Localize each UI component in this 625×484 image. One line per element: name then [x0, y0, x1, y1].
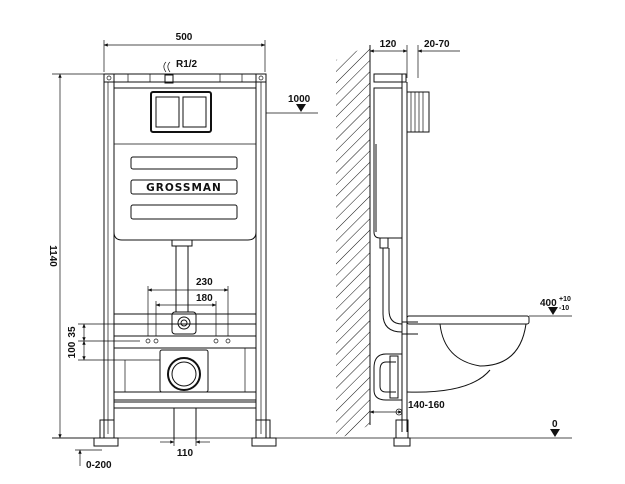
- toilet-bowl: [406, 315, 530, 400]
- drain-side: [373, 353, 402, 401]
- feet: [93, 419, 277, 447]
- bowl-tolerance-minus: -10: [559, 305, 569, 312]
- flush-plate: [150, 91, 212, 133]
- wall-adjust-label: 20-70: [424, 39, 450, 50]
- fixing-bar: [113, 311, 257, 349]
- front-view: 500 1140 R1/2: [47, 32, 318, 471]
- button-height-dimension: 1000: [266, 94, 318, 114]
- foot-side: [393, 419, 411, 447]
- bowl-tolerance-plus: +10: [559, 296, 571, 303]
- frame-depth-dimension: 120 20-70: [369, 39, 460, 78]
- stud-spacing-inner-label: 180: [196, 293, 213, 304]
- bowl-height-label: 400: [540, 298, 557, 309]
- stud-spacing-outer-label: 230: [196, 277, 213, 288]
- outlet-offset-dimension: 140-160: [369, 400, 445, 416]
- button-height-label: 1000: [288, 94, 311, 105]
- stud-offset-label: 35: [67, 326, 78, 338]
- drain-height-label: 100: [67, 341, 78, 358]
- drain-width-label: 110: [177, 448, 194, 459]
- foot-adjust-label: 0-200: [86, 460, 112, 471]
- width-dim-label: 500: [176, 32, 193, 43]
- drain-width-dimension: 110: [160, 408, 210, 459]
- drain-connection: [124, 348, 246, 393]
- flush-pipe: [171, 239, 193, 312]
- height-dim-label: 1140: [47, 245, 58, 267]
- bowl-height-dimension: 400 +10 -10: [529, 296, 572, 317]
- water-inlet: R1/2: [163, 59, 198, 84]
- foot-adjust-dimension: 0-200: [75, 449, 112, 471]
- cistern: GROSSMAN: [113, 87, 257, 241]
- wall: [336, 45, 371, 440]
- cistern-side: [373, 87, 403, 249]
- vertical-stud-dimensions: 35 100: [67, 323, 160, 361]
- frame: [103, 73, 267, 439]
- outlet-offset-label: 140-160: [408, 400, 445, 411]
- flush-pipe-side: [382, 248, 418, 335]
- flush-plate-side: [406, 91, 430, 133]
- side-view: 120 20-70: [336, 39, 572, 447]
- floor-level-marker: 0: [550, 419, 560, 437]
- floor-level-label: 0: [552, 419, 558, 430]
- inlet-label: R1/2: [176, 59, 198, 70]
- frame-depth-label: 120: [380, 39, 397, 50]
- stud-spacing-dimensions: 230 180: [147, 277, 229, 336]
- brand-label: GROSSMAN: [146, 182, 222, 194]
- height-dimension: 1140: [47, 73, 104, 439]
- bottom-rail: [113, 391, 257, 409]
- width-dimension: 500: [103, 32, 266, 72]
